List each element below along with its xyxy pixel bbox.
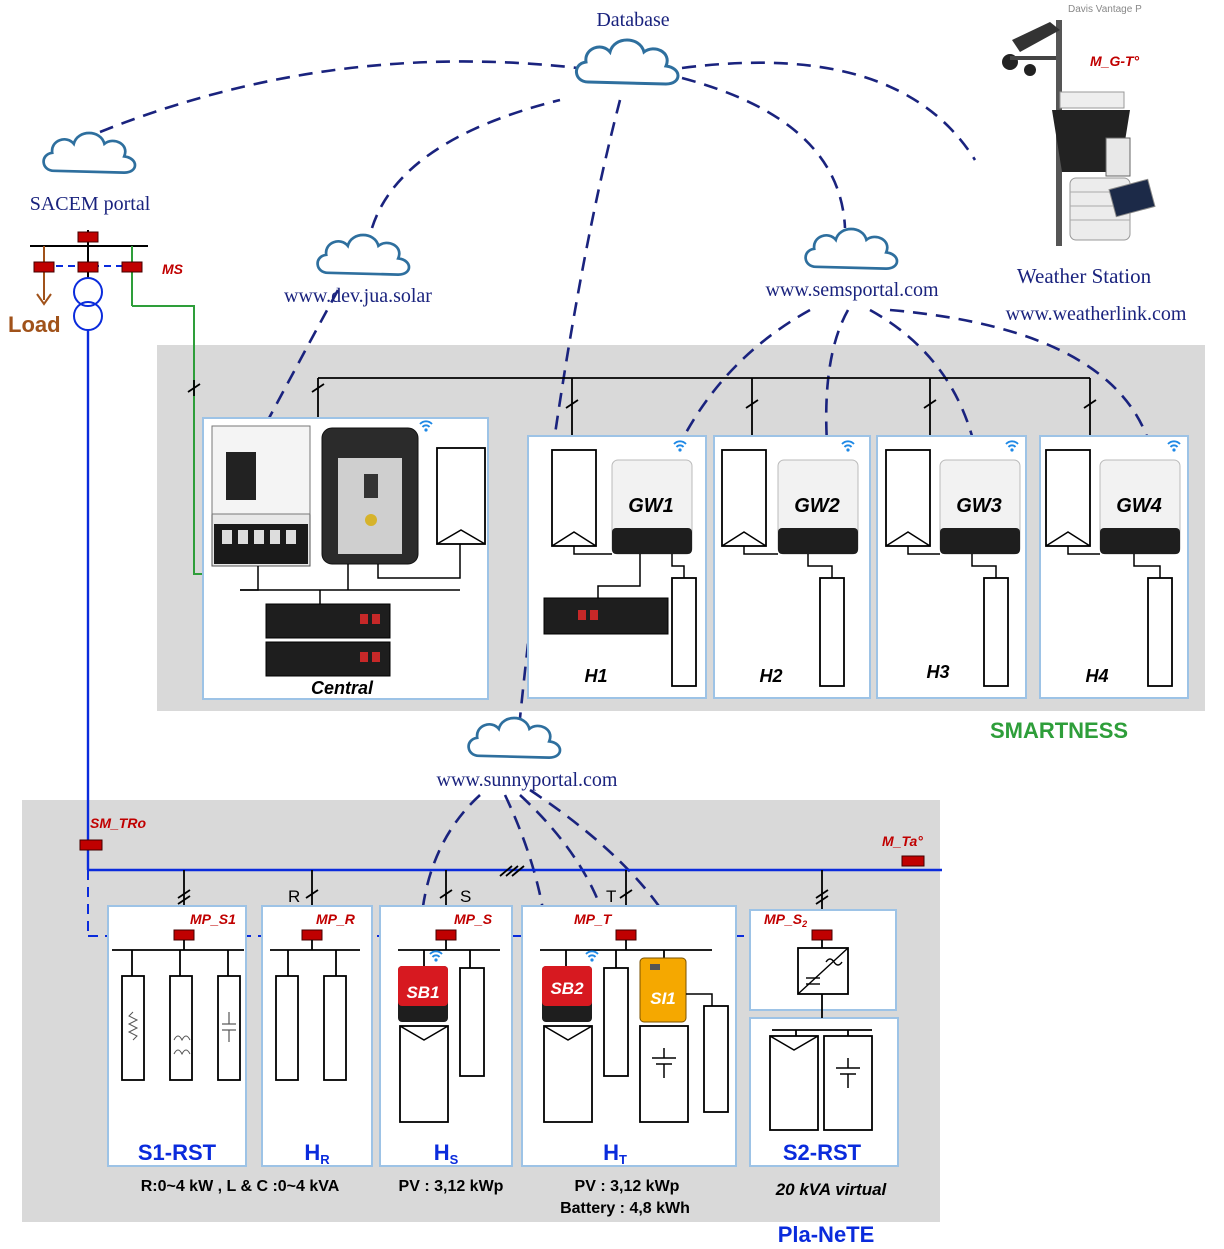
gw2-inverter (777, 459, 859, 555)
mp-s2-label: MP_S2 (764, 911, 807, 929)
ht-battery (639, 1025, 689, 1123)
sacem-label: SACEM portal (30, 193, 151, 215)
mp-s-label: MP_S (454, 911, 493, 927)
m-ta-label: M_Ta° (882, 833, 923, 849)
ht-battery-icon (652, 1048, 676, 1078)
central-inverter-2 (321, 427, 419, 565)
si1-inverter (639, 957, 687, 1023)
central-inverter-1 (211, 425, 311, 567)
devjua-label: www.dev.jua.solar (284, 285, 432, 307)
ht-load-1 (603, 967, 629, 1077)
ht-wiring (686, 993, 713, 1006)
ht-pv-module (543, 1025, 593, 1123)
central-battery-1 (265, 603, 391, 639)
h3-load (983, 577, 1009, 687)
s1-rst-label: S1-RST (138, 1140, 217, 1165)
h1-battery (543, 597, 669, 635)
s2-battery-icon (836, 1058, 860, 1088)
h4-label: H4 (1085, 666, 1108, 686)
ht-note-battery: Battery : 4,8 kWh (560, 1200, 690, 1217)
phase-s-label: S (460, 887, 471, 906)
hs-note: PV : 3,12 kWp (399, 1178, 504, 1195)
h1-load (671, 577, 697, 687)
h2-load (819, 577, 845, 687)
central-battery-2 (265, 641, 391, 677)
sb1-label: SB1 (406, 983, 439, 1002)
weather-top-text: Davis Vantage P (1068, 4, 1142, 15)
hr-loads (275, 975, 347, 1081)
ht-load-2 (703, 1005, 729, 1113)
sb1-inverter (398, 966, 448, 1022)
weatherlink-label: www.weatherlink.com (1006, 303, 1187, 325)
si1-label: SI1 (650, 989, 676, 1008)
sb2-label: SB2 (550, 979, 584, 998)
mp-t-label: MP_T (574, 911, 613, 927)
h2-pv-module (721, 449, 767, 547)
planete-internal-buses (112, 940, 872, 1036)
gw4-inverter (1099, 459, 1181, 555)
gw1-label: GW1 (628, 495, 674, 517)
sems-label: www.semsportal.com (765, 279, 939, 301)
ht-label: HT (603, 1140, 627, 1167)
h1-wiring (573, 546, 685, 598)
devjua-cloud-icon (316, 233, 411, 276)
ms-label: MS (162, 261, 184, 277)
database-cloud-icon (574, 38, 680, 86)
hs-load (459, 967, 485, 1077)
h2-wiring (743, 546, 833, 578)
weather-meter-label: M_G-T° (1090, 53, 1140, 69)
smartness-bus (187, 377, 1097, 438)
s2-converter-icon (797, 947, 849, 995)
central-label: Central (311, 678, 374, 698)
mp-r-label: MP_R (316, 911, 356, 927)
weather-station-label: Weather Station (1017, 264, 1152, 288)
h4-wiring (1067, 546, 1161, 578)
load-label: Load (8, 312, 61, 337)
gw4-label: GW4 (1116, 495, 1162, 517)
gw1-inverter (611, 459, 693, 555)
s2-note: 20 kVA virtual (775, 1180, 888, 1199)
s2-rst-label: S2-RST (783, 1140, 862, 1165)
mp-s1-label: MP_S1 (190, 911, 236, 927)
central-wiring (240, 544, 461, 604)
sb2-inverter (542, 966, 592, 1022)
h3-wiring (907, 546, 997, 578)
sacem-cloud-icon (42, 131, 137, 174)
grid-meters (33, 231, 925, 867)
h1-label: H1 (584, 666, 607, 686)
s1-note: R:0~4 kW , L & C :0~4 kVA (141, 1178, 340, 1195)
sems-cloud-icon (804, 227, 899, 270)
hr-label: HR (304, 1140, 330, 1167)
weather-station-image (1002, 20, 1156, 246)
h2-label: H2 (759, 666, 782, 686)
gw3-inverter (939, 459, 1021, 555)
planete-title: Pla-NeTE (778, 1222, 875, 1247)
smartness-title: SMARTNESS (990, 718, 1128, 743)
gw2-label: GW2 (794, 495, 840, 517)
database-label: Database (596, 9, 669, 31)
h4-load (1147, 577, 1173, 687)
phase-t-label: T (606, 887, 616, 906)
h3-pv-module (885, 449, 931, 547)
phase-r-label: R (288, 887, 300, 906)
h4-pv-module (1045, 449, 1091, 547)
s2-pv-module (769, 1035, 819, 1131)
sm-tro-label: SM_TRo (90, 815, 146, 831)
gw3-label: GW3 (956, 495, 1002, 517)
h3-label: H3 (926, 662, 949, 682)
ht-note-pv: PV : 3,12 kWp (575, 1178, 680, 1195)
s1-rst-loads (121, 975, 241, 1081)
planete-meters (173, 929, 833, 941)
central-pv-module (436, 447, 486, 545)
hs-pv-module (399, 1025, 449, 1123)
sunny-label: www.sunnyportal.com (437, 769, 618, 791)
hs-label: HS (434, 1140, 459, 1167)
sunny-cloud-icon (467, 716, 562, 759)
h1-pv-module (551, 449, 597, 547)
